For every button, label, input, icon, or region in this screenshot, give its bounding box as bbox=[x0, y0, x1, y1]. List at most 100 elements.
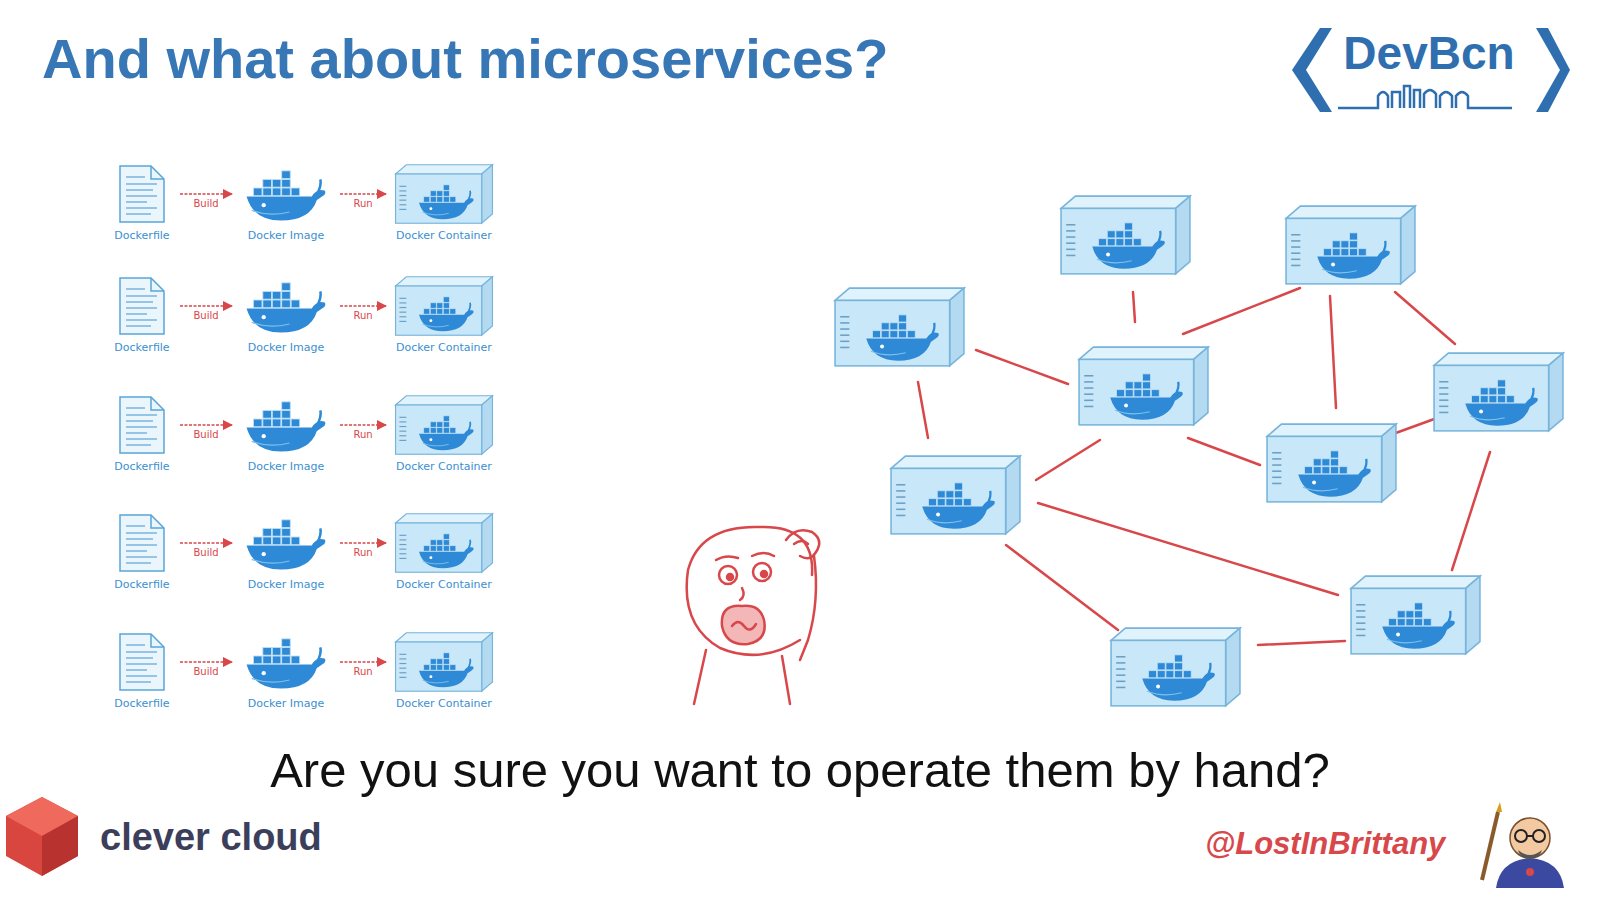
graphic-part bbox=[918, 382, 928, 438]
graphic-part bbox=[694, 650, 706, 704]
graphic-part bbox=[1258, 641, 1345, 645]
icon-holder bbox=[388, 629, 500, 695]
graphic-part bbox=[1183, 288, 1300, 334]
node-label: Dockerfile bbox=[106, 341, 178, 354]
graphic-part bbox=[891, 456, 1020, 534]
graphic-part bbox=[1452, 452, 1490, 570]
graphic-part bbox=[753, 563, 771, 581]
graphic-part bbox=[1061, 196, 1190, 274]
graphic-part bbox=[1482, 812, 1498, 880]
docker-image-icon bbox=[240, 513, 332, 573]
graphic-part bbox=[1330, 296, 1336, 408]
graphic-part bbox=[396, 633, 493, 691]
graphic-part bbox=[716, 556, 738, 560]
graphic-part bbox=[722, 606, 765, 644]
graphic-part bbox=[794, 541, 808, 544]
graphic-part bbox=[120, 515, 164, 571]
graphic-part bbox=[247, 171, 326, 221]
edge-label: Build bbox=[191, 547, 220, 558]
icon-holder bbox=[106, 392, 178, 458]
pipeline-arrow bbox=[340, 542, 386, 544]
dockerfile-node: Dockerfile bbox=[106, 273, 178, 354]
dockerfile-icon bbox=[117, 512, 167, 574]
graphic-part bbox=[1496, 802, 1502, 812]
graphic-part bbox=[1111, 628, 1240, 706]
pipeline-arrow bbox=[180, 193, 232, 195]
node-label: Dockerfile bbox=[106, 460, 178, 473]
node-label: Dockerfile bbox=[106, 578, 178, 591]
dockerfile-icon bbox=[117, 163, 167, 225]
node-label: Docker Container bbox=[388, 341, 500, 354]
graphic-part bbox=[1527, 835, 1533, 837]
edge-label: Build bbox=[191, 666, 220, 677]
graphic-part bbox=[1133, 292, 1135, 322]
edge-label: Run bbox=[351, 666, 374, 677]
puzzled-person bbox=[687, 527, 820, 704]
graphic-part bbox=[247, 402, 326, 452]
graphic-part bbox=[1351, 576, 1480, 654]
graphic-part bbox=[120, 166, 164, 222]
node-label: Docker Image bbox=[234, 229, 338, 242]
graphic-part bbox=[800, 556, 816, 660]
pipeline-arrow bbox=[180, 305, 232, 307]
graphic-part bbox=[976, 350, 1068, 384]
graphic-part bbox=[687, 527, 812, 655]
graphic-part bbox=[1338, 86, 1512, 108]
docker-image-icon bbox=[240, 276, 332, 336]
container-node: Docker Container bbox=[388, 629, 500, 710]
dockerfile-icon bbox=[117, 631, 167, 693]
graphic-part bbox=[1006, 545, 1118, 630]
image-node: Docker Image bbox=[234, 161, 338, 242]
graphic-part bbox=[247, 639, 326, 689]
graphic-part bbox=[727, 574, 733, 580]
edge-label: Run bbox=[351, 198, 374, 209]
edge-label: Build bbox=[191, 429, 220, 440]
graphic-part bbox=[835, 288, 964, 366]
graphic-part bbox=[1036, 440, 1100, 480]
graphic-part bbox=[719, 566, 737, 584]
docker-container-icon bbox=[394, 511, 494, 575]
clever-cloud-logo bbox=[6, 797, 78, 876]
conference-logo-text: DevBcn bbox=[1334, 26, 1524, 80]
graphic-part bbox=[1515, 830, 1527, 842]
graphic-part bbox=[1188, 438, 1260, 465]
node-label: Docker Image bbox=[234, 460, 338, 473]
container-node: Docker Container bbox=[388, 161, 500, 242]
icon-holder bbox=[388, 510, 500, 576]
docker-image-icon bbox=[240, 395, 332, 455]
graphic-part bbox=[247, 520, 326, 570]
node-label: Docker Image bbox=[234, 578, 338, 591]
pipeline-arrow bbox=[180, 424, 232, 426]
graphic-part bbox=[740, 588, 744, 600]
graphic-part bbox=[120, 634, 164, 690]
graphic-part bbox=[761, 571, 767, 577]
pipeline-arrow bbox=[340, 661, 386, 663]
edge-label: Run bbox=[351, 429, 374, 440]
graphic-part bbox=[1515, 830, 1545, 842]
container-node: Docker Container bbox=[388, 510, 500, 591]
icon-holder bbox=[388, 273, 500, 339]
image-node: Docker Image bbox=[234, 392, 338, 473]
graphic-part bbox=[782, 656, 790, 704]
pipeline-arrow bbox=[340, 305, 386, 307]
dockerfile-node: Dockerfile bbox=[106, 161, 178, 242]
dockerfile-node: Dockerfile bbox=[106, 629, 178, 710]
graphic-part bbox=[396, 514, 493, 572]
graphic-part bbox=[732, 622, 756, 630]
docker-image-icon bbox=[240, 164, 332, 224]
company-logo-text: clever cloud bbox=[100, 816, 322, 859]
icon-holder bbox=[106, 273, 178, 339]
docker-container-icon bbox=[394, 630, 494, 694]
docker-container-icon bbox=[394, 274, 494, 338]
graphic-part bbox=[1518, 850, 1542, 859]
graphic-part bbox=[1286, 206, 1415, 284]
dockerfile-icon bbox=[117, 275, 167, 337]
graphic-part bbox=[120, 397, 164, 453]
dockerfile-node: Dockerfile bbox=[106, 510, 178, 591]
edge-label: Run bbox=[351, 547, 374, 558]
pipeline-arrow bbox=[340, 193, 386, 195]
pipeline-arrow bbox=[180, 542, 232, 544]
graphic-part bbox=[1536, 28, 1570, 112]
container-node: Docker Container bbox=[388, 273, 500, 354]
icon-holder bbox=[234, 161, 338, 227]
